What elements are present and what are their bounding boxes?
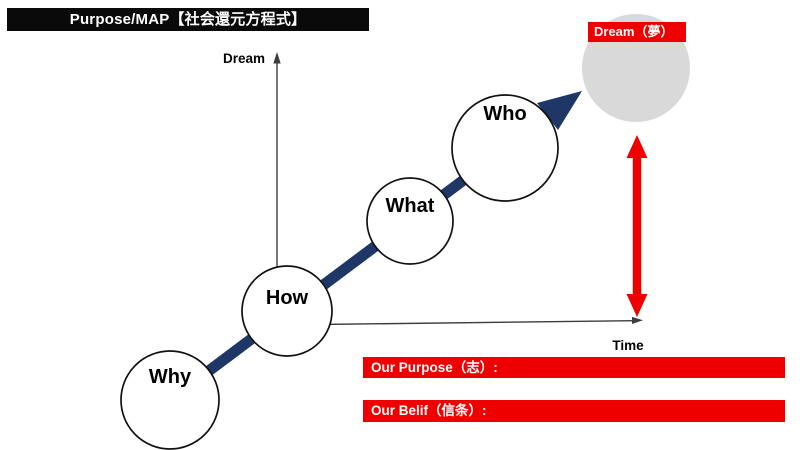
our-purpose-banner: Our Purpose（志）: <box>363 357 785 378</box>
growth-arrow-head <box>537 91 582 130</box>
step-circle-who <box>451 94 559 202</box>
step-circle-how <box>241 265 333 357</box>
step-label-what: What <box>386 195 435 217</box>
dream-badge: Dream（夢） <box>588 22 686 42</box>
gap-arrow-bottom-head <box>626 294 648 317</box>
step-label-who: Who <box>483 103 526 125</box>
time-axis-label: Time <box>612 338 644 353</box>
step-circle-why <box>120 350 220 450</box>
dream-axis-arrowhead <box>273 52 281 64</box>
time-axis-line <box>276 320 635 326</box>
step-label-why: Why <box>149 366 192 388</box>
time-axis-arrowhead <box>632 316 643 324</box>
our-belief-banner: Our Belif（信条）: <box>363 400 785 422</box>
step-circle-what <box>366 177 454 265</box>
slide-title: Purpose/MAP【社会還元方程式】 <box>7 8 369 31</box>
step-label-how: How <box>266 287 309 309</box>
dream-axis-label: Dream <box>223 51 265 66</box>
gap-arrow-top-head <box>626 135 648 158</box>
